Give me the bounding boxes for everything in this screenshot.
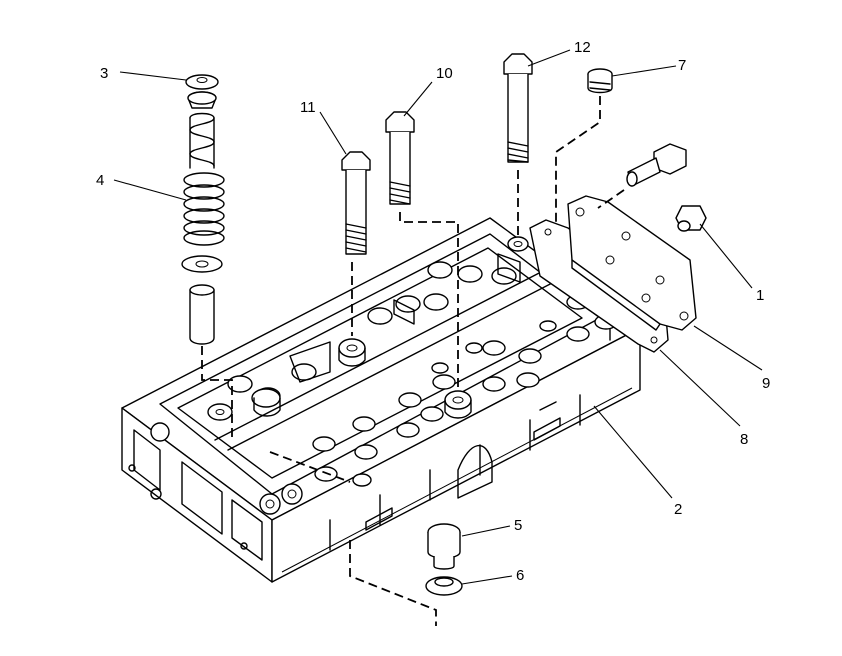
- callout-12: 12: [574, 39, 591, 56]
- callout-9: 9: [762, 375, 770, 392]
- callout-labels: 3 4 11 10 12 7 1 9 8 2 5 6: [96, 39, 770, 584]
- plug-7: [587, 68, 613, 94]
- valve-bosses-front-row: [312, 294, 618, 487]
- gasket-8: [529, 219, 669, 353]
- head-bolt-12: [503, 53, 533, 163]
- lower-bolt-axis-line: [269, 451, 351, 483]
- valve-axis-line: [201, 346, 233, 440]
- callout-7: 7: [678, 57, 686, 74]
- plug-7-axis-line: [555, 96, 601, 252]
- bolt-10-axis-line: [399, 212, 459, 392]
- valve-collet-cap: [185, 74, 219, 109]
- spring-seat-washer: [181, 255, 223, 273]
- bolt-bosses: [207, 236, 529, 421]
- valve-bosses-back-row: [227, 253, 521, 417]
- valve-guide: [189, 284, 215, 345]
- washer-6: [425, 576, 463, 596]
- plug-5-axis-line: [349, 540, 437, 626]
- cylinder-head: [121, 217, 641, 583]
- cover-plate-9: [567, 195, 697, 331]
- callout-10: 10: [436, 65, 453, 82]
- callout-11: 11: [300, 99, 316, 116]
- cover-bolt-axis-line: [597, 189, 625, 209]
- callout-8: 8: [740, 431, 748, 448]
- callout-1: 1: [756, 287, 764, 304]
- callout-4: 4: [96, 172, 104, 189]
- cover-bolt: [626, 143, 687, 187]
- inner-valve-spring: [189, 112, 215, 169]
- head-bolt-10: [385, 111, 415, 205]
- head-bolt-11: [341, 151, 371, 255]
- callout-6: 6: [516, 567, 524, 584]
- outer-valve-spring: [183, 172, 225, 246]
- plug-5: [427, 523, 461, 570]
- leader-lines: [113, 49, 763, 585]
- plug-1: [675, 205, 707, 232]
- callout-5: 5: [514, 517, 522, 534]
- callout-2: 2: [674, 501, 682, 518]
- callout-3: 3: [100, 65, 108, 82]
